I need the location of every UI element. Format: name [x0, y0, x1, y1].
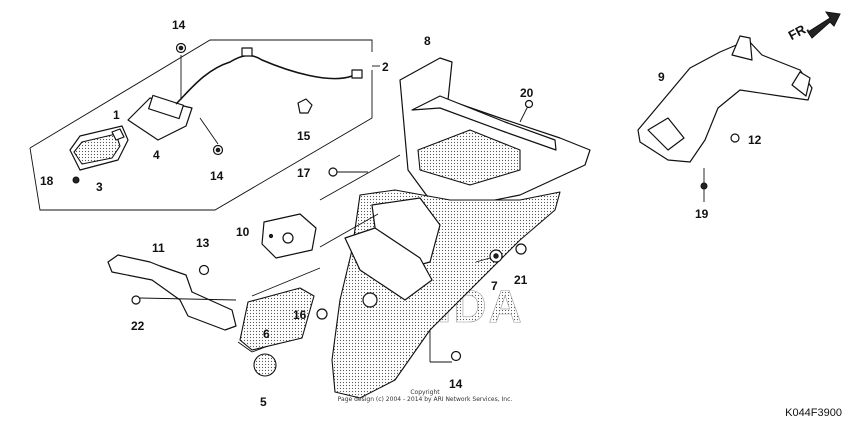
grommet-5[interactable]	[253, 353, 277, 377]
side-bracket[interactable]	[637, 39, 813, 163]
license-bracket[interactable]	[107, 254, 237, 331]
callout-8[interactable]: 8	[424, 34, 431, 48]
callout-15[interactable]: 15	[297, 129, 311, 143]
reflector[interactable]	[239, 287, 315, 351]
callout-14a[interactable]: 14	[172, 18, 186, 32]
callout-7[interactable]: 7	[491, 279, 498, 293]
bolt-17[interactable]	[328, 167, 338, 177]
callout-16[interactable]: 16	[293, 308, 307, 322]
callout-19[interactable]: 19	[695, 207, 709, 221]
nut-14c[interactable]	[450, 350, 462, 362]
callout-20[interactable]: 20	[520, 86, 534, 100]
front-direction-arrow	[807, 11, 841, 39]
copyright-line-2: Page design (c) 2004 - 2014 by ARI Netwo…	[337, 396, 513, 403]
callout-1[interactable]: 1	[113, 108, 120, 122]
callout-21[interactable]: 21	[514, 273, 528, 287]
copyright-notice: Copyright Page design (c) 2004 - 2014 by…	[300, 389, 550, 403]
callout-12[interactable]: 12	[748, 133, 762, 147]
callout-13[interactable]: 13	[196, 236, 210, 250]
callout-14b[interactable]: 14	[210, 169, 224, 183]
callout-11[interactable]: 11	[152, 241, 165, 255]
bulb[interactable]	[111, 128, 125, 141]
callout-18[interactable]: 18	[40, 174, 54, 188]
nut-13[interactable]	[198, 264, 210, 276]
callout-5[interactable]: 5	[260, 395, 267, 409]
diagram-code: K044F3900	[785, 407, 842, 419]
callout-4[interactable]: 4	[153, 148, 160, 162]
screw-12[interactable]	[730, 133, 740, 143]
callout-17[interactable]: 17	[297, 166, 311, 180]
copyright-line-1: Copyright	[410, 389, 440, 396]
bolt-22[interactable]	[131, 295, 141, 305]
o-ring-16[interactable]	[316, 308, 328, 320]
taillight-assembly-group	[29, 39, 380, 211]
callout-22[interactable]: 22	[131, 319, 145, 333]
callout-6[interactable]: 6	[263, 327, 270, 341]
callout-9[interactable]: 9	[658, 70, 665, 84]
wire-harness[interactable]	[175, 54, 353, 105]
screw-19[interactable]	[700, 182, 708, 190]
callout-14c[interactable]: 14	[449, 377, 463, 391]
clip-15[interactable]	[297, 98, 313, 114]
callout-10[interactable]: 10	[236, 225, 250, 239]
callout-2[interactable]: 2	[382, 60, 389, 74]
rear-fender-upper[interactable]	[399, 57, 591, 206]
bolt-20[interactable]	[524, 99, 534, 109]
nut-21[interactable]	[515, 243, 527, 255]
callout-3[interactable]: 3	[96, 180, 103, 194]
rear-fender-assembly	[297, 57, 591, 399]
